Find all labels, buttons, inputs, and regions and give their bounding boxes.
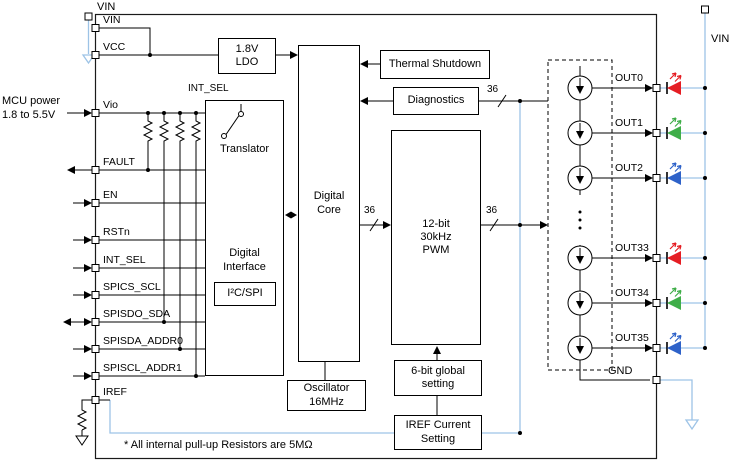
bus-width-label: 36 <box>364 205 376 216</box>
bus-width-label: 36 <box>487 84 499 95</box>
vin-right-pin <box>701 5 709 14</box>
pin-label-spisda-addr0: SPISDA_ADDR0 <box>103 335 183 347</box>
ground-icon <box>81 54 96 65</box>
i2c-spi-block: I²C/SPI <box>214 282 276 306</box>
gnd-pin <box>652 376 661 384</box>
diagnostics-block: Diagnostics <box>393 87 479 115</box>
bus-width-label: 36 <box>486 205 498 216</box>
out2-label: OUT2 <box>615 162 644 174</box>
iref-resistor-icon <box>76 408 88 431</box>
red-led-icon <box>666 72 682 95</box>
green-led-icon <box>666 287 682 310</box>
out1-label: OUT1 <box>615 117 644 129</box>
global-setting-block: 6-bit global setting <box>394 360 482 396</box>
pin-label-en: EN <box>103 189 118 201</box>
translator-label: Translator <box>219 143 270 155</box>
mcu-power-label: MCU power 1.8 to 5.5V <box>2 95 61 122</box>
ellipsis-dots <box>578 210 582 230</box>
pwm-block: 12-bit 30kHz PWM <box>391 130 481 345</box>
digital-core-block: Digital Core <box>298 45 360 362</box>
led-icons <box>666 72 682 355</box>
pin-squares <box>84 5 709 404</box>
pin-label-int-sel: INT_SEL <box>103 254 146 266</box>
pin-label-spics-scl: SPICS_SCL <box>103 281 161 293</box>
ground-icon <box>684 419 700 431</box>
pin-label-vio: Vio <box>103 99 118 111</box>
out34-label: OUT34 <box>615 287 649 299</box>
pin-label-spisdo-sda: SPISDO_SDA <box>103 308 171 320</box>
pin-label-rstn: RSTn <box>103 226 130 238</box>
net-wires <box>81 13 706 434</box>
pin-label-iref: IREF <box>103 386 127 398</box>
thermal-shutdown-block: Thermal Shutdown <box>380 50 490 79</box>
junction-dots <box>146 53 707 435</box>
interface-block: Translator Digital Interface I²C/SPI <box>205 100 284 376</box>
signal-wires <box>67 27 650 446</box>
arrowheads <box>63 51 653 380</box>
pin-label-spiscl-addr1: SPISCL_ADDR1 <box>103 362 182 374</box>
oscillator-block: Oscillator 16MHz <box>287 380 366 411</box>
iref-setting-block: IREF Current Setting <box>394 415 482 450</box>
vin-ext-label: VIN <box>97 1 116 13</box>
current-source-array <box>547 59 613 371</box>
out0-label: OUT0 <box>615 72 644 84</box>
mode-switch-icon <box>221 104 244 139</box>
blue-led-icon <box>666 332 682 355</box>
int-sel-switch-label: INT_SEL <box>188 83 229 94</box>
out33-label: OUT33 <box>615 242 649 254</box>
red-led-icon <box>666 242 682 265</box>
gnd-label: GND <box>608 365 633 377</box>
green-led-icon <box>666 117 682 140</box>
current-source-arrowheads <box>576 86 584 354</box>
vin-ext-pin <box>84 12 93 21</box>
pin-label-vin: VIN <box>103 14 121 26</box>
out35-label: OUT35 <box>615 332 649 344</box>
blue-led-icon <box>666 162 682 185</box>
bus-slash <box>369 94 507 232</box>
pullup-resistor-icons <box>76 118 202 431</box>
ldo-block: 1.8V LDO <box>218 38 276 74</box>
footnote: * All internal pull-up Resistors are 5MΩ <box>124 439 313 451</box>
vin-right-label: VIN <box>711 33 730 45</box>
pin-label-fault: FAULT <box>103 156 135 168</box>
ground-icon <box>75 435 89 446</box>
digital-interface-label: Digital Interface <box>223 247 266 273</box>
pin-label-vcc: VCC <box>103 41 126 53</box>
